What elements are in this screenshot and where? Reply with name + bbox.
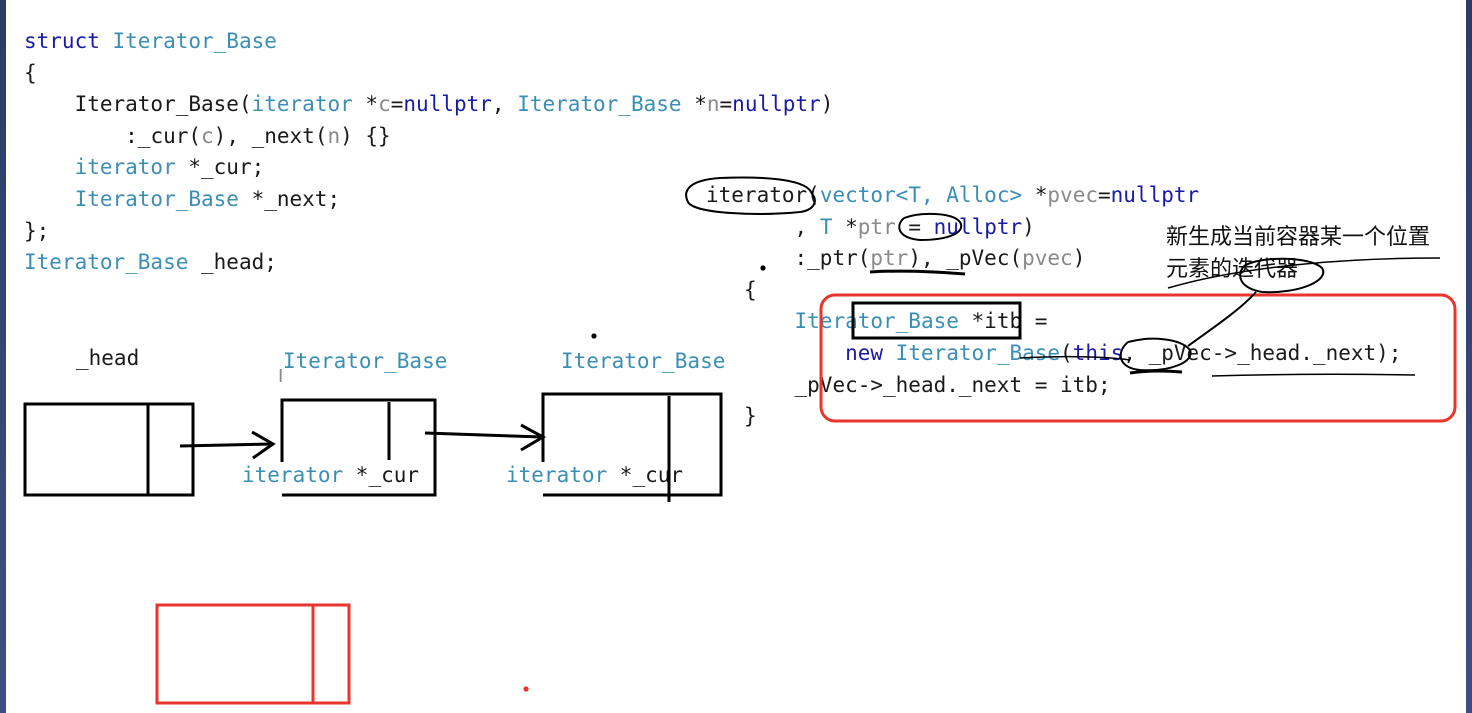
code-param: c (201, 123, 214, 148)
code-text: :_cur( (125, 123, 202, 148)
code-text: * (352, 92, 379, 117)
code-type: iterator (251, 92, 353, 117)
node2-title: Iterator_Base (561, 349, 726, 373)
window-frame-right (1466, 0, 1472, 713)
window-frame-left (0, 0, 6, 713)
code-text: = (895, 214, 934, 239)
head-label: _head (76, 346, 140, 370)
code-keyword: nullptr (1110, 183, 1200, 207)
code-type: Iterator_Base (517, 92, 682, 117)
code-type: Iterator_Base (895, 340, 1061, 365)
ink-dot (591, 333, 597, 339)
code-text: , _pVec->_head._next); (1123, 340, 1402, 365)
field-var: *_cur (607, 463, 684, 487)
text-cursor-icon: I (278, 366, 284, 387)
code-keyword: nullptr (403, 92, 492, 117)
field-var: *_cur (343, 463, 420, 487)
code-type: Iterator_Base (24, 250, 189, 275)
code-text: *itb = (958, 309, 1048, 334)
ink-dot-red (523, 686, 529, 692)
code-text: ( (807, 183, 820, 207)
code-type: iterator (74, 155, 176, 180)
node2-field: iterator *_cur (506, 463, 683, 487)
code-param: pvec (1047, 183, 1098, 207)
code-text: } (743, 404, 757, 429)
code-text: :_ptr( (794, 246, 871, 271)
code-param: c (378, 92, 391, 117)
code-text: = (390, 92, 404, 117)
code-text: ), _next( (213, 123, 328, 148)
head-node-box (23, 402, 195, 497)
link-arrow-2 (424, 423, 547, 452)
code-keyword: nullptr (933, 214, 1023, 239)
struct-code-block: struct Iterator_Base { Iterator_Base(ite… (24, 26, 833, 279)
link-arrow-1 (179, 430, 276, 460)
code-text: _head; (188, 250, 277, 275)
code-param: ptr (870, 246, 909, 271)
code-keyword: new (845, 340, 884, 365)
code-text: , (491, 92, 518, 117)
code-text: ( (1060, 340, 1073, 365)
code-keyword: struct (24, 29, 100, 53)
code-param: pvec (1022, 246, 1073, 271)
code-text: , (794, 214, 820, 239)
code-text: Iterator_Base (74, 92, 239, 117)
code-text: *_cur; (175, 155, 265, 180)
field-type: iterator (242, 463, 344, 487)
code-param: ptr (857, 214, 896, 239)
code-text: * (832, 214, 858, 239)
code-type: T (819, 214, 833, 239)
code-type: vector<T, Alloc> (819, 183, 1023, 207)
field-type: iterator (506, 463, 608, 487)
annotation-line-1: 新生成当前容器某一个位置 (1166, 225, 1431, 250)
new-node-box-red (155, 603, 351, 705)
code-text: ) (820, 92, 834, 117)
code-param: n (706, 92, 720, 117)
code-text: ), _pVec( (908, 246, 1023, 271)
node1-field: iterator *_cur (242, 463, 419, 487)
code-type: Iterator_Base (74, 186, 239, 211)
code-text: _pVec->_head._next = itb; (794, 372, 1111, 397)
code-text: = (1097, 183, 1111, 207)
code-text: { (743, 277, 757, 302)
code-text: }; (24, 218, 50, 243)
node1-title: Iterator_Base (283, 349, 448, 373)
iterator-ctor-code-block: iterator(vector<T, Alloc> *pvec=nullptr … (706, 180, 1401, 433)
code-text: ) (1072, 246, 1086, 271)
code-text: ) {} (340, 123, 391, 148)
code-text: ( (238, 92, 252, 117)
code-text: { (24, 60, 37, 85)
code-text: iterator (706, 183, 808, 207)
code-type: Iterator_Base (794, 309, 959, 334)
code-text: ) (1022, 214, 1035, 239)
code-text: = (719, 92, 733, 117)
code-text: * (681, 92, 707, 117)
code-text: * (1022, 183, 1048, 207)
code-keyword: nullptr (732, 92, 821, 117)
annotation-line-2: 元素的迭代器 (1166, 257, 1299, 282)
code-param: n (327, 123, 341, 148)
code-text: *_next; (238, 186, 341, 211)
code-type: Iterator_Base (112, 29, 277, 53)
code-keyword: this (1072, 340, 1124, 365)
